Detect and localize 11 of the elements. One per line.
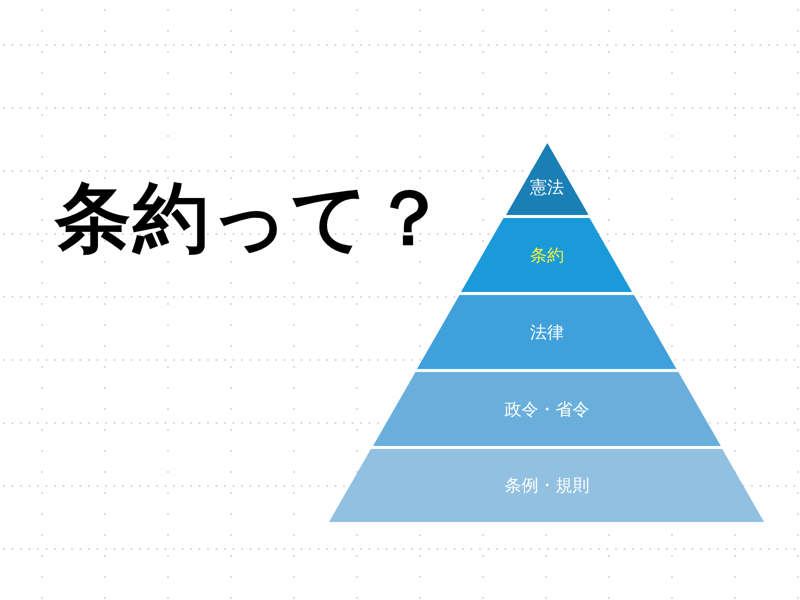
- pyramid-tier: [373, 372, 721, 446]
- tier-label: 政令・省令: [504, 398, 590, 420]
- tier-label: 憲法: [530, 176, 564, 198]
- tier-label: 条例・規則: [504, 475, 590, 497]
- title: 条約って？: [55, 172, 449, 264]
- pyramid-tier: [506, 143, 588, 215]
- pyramid-tier: [417, 295, 677, 369]
- pyramid-tier: [329, 449, 765, 522]
- pyramid-tier: [461, 218, 633, 292]
- tier-label: 法律: [530, 322, 564, 344]
- tier-label: 条約: [530, 244, 564, 266]
